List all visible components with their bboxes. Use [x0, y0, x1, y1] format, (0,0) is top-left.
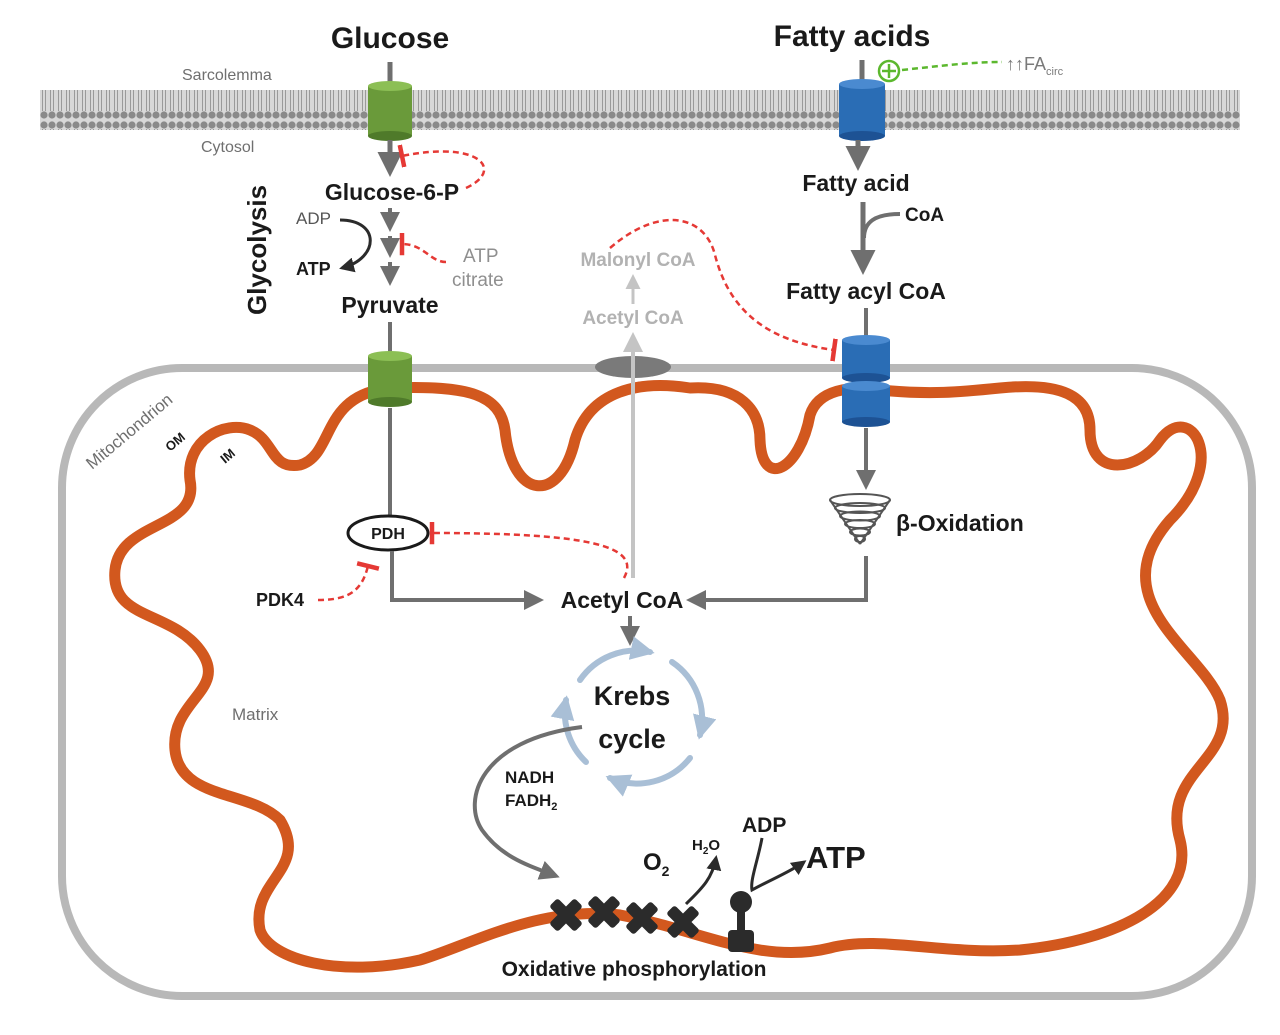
beta-oxidation-spiral-icon [829, 493, 891, 545]
acetyl-coa-pdh-inhibition [429, 521, 629, 579]
fatty-acid-transporter [839, 79, 885, 141]
fa-circ-stimulation [901, 60, 1003, 72]
atp-synthase [728, 891, 754, 952]
adp-to-atp-oxphos-arrow [750, 837, 807, 893]
o2-label: O2 [643, 849, 670, 879]
g6p-feedback-inhibition [397, 144, 486, 190]
malonyl-coa-cpt1-inhibition [609, 218, 838, 362]
oxidative-phosphorylation-label: Oxidative phosphorylation [502, 958, 767, 981]
malonyl-coa-label: Malonyl CoA [580, 250, 695, 271]
pdh-to-acetyl-coa-arrow [390, 551, 544, 610]
krebs-label-line2: cycle [598, 724, 666, 754]
fadh2-label: FADH2 [505, 791, 557, 813]
adp-glycolysis-label: ADP [296, 209, 331, 228]
glucose-transporter [368, 81, 412, 141]
cytosol-label: Cytosol [201, 139, 254, 156]
mitochondrion-inner-membrane [109, 380, 1229, 973]
sarcolemma-membrane [40, 90, 1240, 130]
pyruvate-carrier [368, 351, 412, 407]
h2o-label: H2O [692, 837, 720, 857]
stimulation-plus-icon [877, 59, 901, 83]
fatty-acid-label: Fatty acid [802, 170, 909, 196]
adp-to-atp-arrow [339, 218, 372, 273]
electron-transport-chain [550, 896, 699, 938]
krebs-label-line1: Krebs [594, 681, 671, 711]
atp-citrate-inhibition [399, 232, 447, 264]
krebs-cycle-ring [550, 636, 717, 797]
coa-label: CoA [905, 205, 944, 226]
beta-oxidation-label: β-Oxidation [896, 510, 1024, 536]
matrix-label: Matrix [232, 705, 279, 724]
sarcolemma-label: Sarcolemma [182, 67, 272, 84]
im-label: IM [217, 446, 238, 467]
acetyl-coa-matrix-label: Acetyl CoA [561, 587, 684, 613]
fatty-acids-label: Fatty acids [774, 20, 931, 53]
glucose-label: Glucose [331, 22, 449, 55]
fatty-acyl-coa-label: Fatty acyl CoA [786, 278, 946, 304]
pdh-enzyme [346, 514, 430, 552]
glycolysis-label: Glycolysis [242, 185, 272, 315]
pyruvate-label: Pyruvate [341, 292, 438, 318]
nadh-label: NADH [505, 768, 554, 787]
adp-oxphos-label: ADP [742, 814, 786, 837]
glucose-6-p-label: Glucose-6-P [325, 179, 459, 205]
coa-addition-curve [862, 212, 901, 239]
o2-to-h2o-arrow [684, 855, 722, 906]
acetyl-coa-cytosol-label: Acetyl CoA [582, 308, 684, 329]
beta-oxidation-to-acetyl-coa-arrow [686, 556, 868, 610]
pdk4-inhibition [317, 561, 380, 602]
atp-oxphos-label: ATP [806, 840, 866, 875]
krebs-to-oxphos-arrow [472, 725, 583, 880]
om-label: OM [162, 429, 188, 454]
pdk4-label: PDK4 [256, 590, 304, 610]
atp-citrate-line2: citrate [452, 270, 504, 291]
fa-circ-label: ↑↑FAcirc [1006, 54, 1064, 78]
atp-citrate-line1: ATP [463, 246, 499, 267]
pdh-label: PDH [371, 526, 405, 543]
atp-glycolysis-label: ATP [296, 259, 331, 279]
cpt-transporter [842, 335, 890, 427]
